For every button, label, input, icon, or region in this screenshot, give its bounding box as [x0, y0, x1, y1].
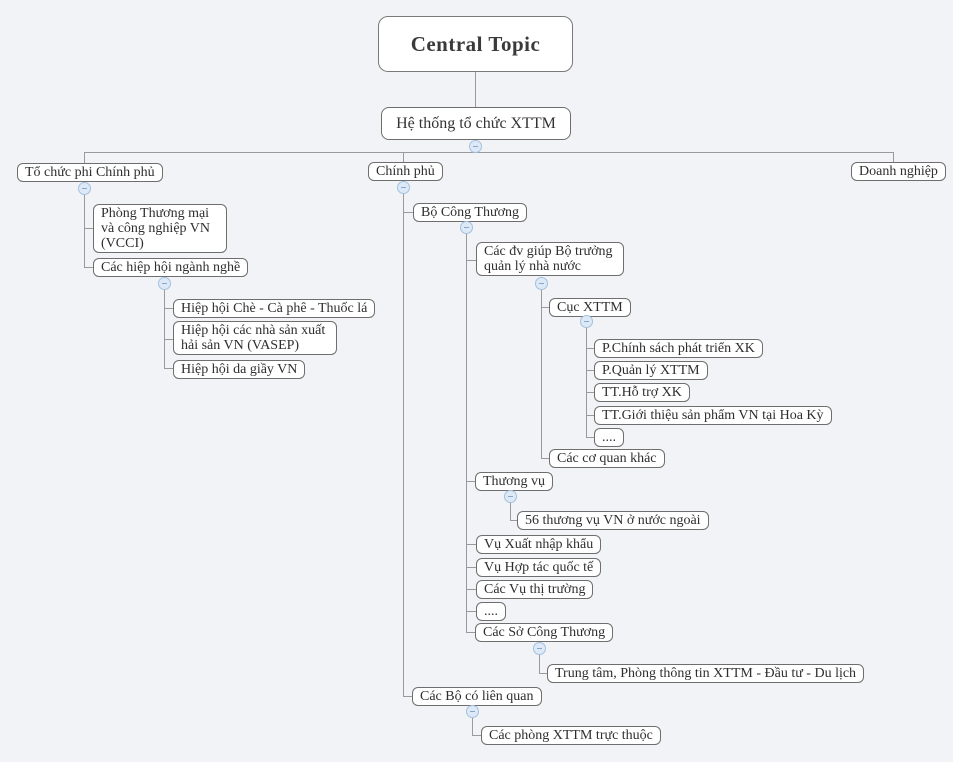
connector-line [472, 705, 473, 735]
connector-line [164, 339, 173, 340]
collapse-icon[interactable] [469, 140, 482, 153]
connector-line [586, 415, 594, 416]
collapse-icon[interactable] [466, 705, 479, 718]
node-vu-hop-tac-quoc-te[interactable]: Vụ Hợp tác quốc tế [476, 558, 602, 577]
node-he-thong-to-chuc-xttm[interactable]: Hệ thống tổ chức XTTM [381, 107, 571, 140]
node-chinh-phu[interactable]: Chính phủ [368, 162, 443, 181]
node-p-quan-ly-xttm[interactable]: P.Quản lý XTTM [594, 361, 708, 380]
connector-line [539, 642, 540, 673]
node-thuong-vu[interactable]: Thương vụ [475, 472, 554, 491]
connector-line [472, 735, 481, 736]
node-cuc-xttm[interactable]: Cục XTTM [549, 298, 631, 317]
collapse-icon[interactable] [397, 181, 410, 194]
connector-line [541, 277, 542, 458]
connector-line [586, 437, 594, 438]
connector-line [84, 267, 93, 268]
collapse-icon[interactable] [535, 277, 548, 290]
node-to-chuc-phi-chinh-phu[interactable]: Tổ chức phi Chính phủ [17, 163, 163, 182]
connector-line [164, 277, 165, 368]
connector-line [510, 520, 517, 521]
node-cac-vu-thi-truong[interactable]: Các Vụ thị trường [476, 580, 594, 599]
node-cac-hiep-hoi-nganh-nghe[interactable]: Các hiệp hội ngành nghề [93, 258, 249, 277]
node-cac-co-quan-khac[interactable]: Các cơ quan khác [549, 449, 665, 468]
node-trung-tam-phong-thong-tin[interactable]: Trung tâm, Phòng thông tin XTTM - Đầu tư… [547, 664, 865, 683]
connector-line [466, 611, 476, 612]
collapse-icon[interactable] [158, 277, 171, 290]
connector-line [475, 72, 476, 107]
collapse-icon[interactable] [533, 642, 546, 655]
connector-line [893, 152, 894, 162]
collapse-icon[interactable] [460, 221, 473, 234]
node-vcci[interactable]: Phòng Thương mại và công nghiệp VN (VCCI… [93, 204, 227, 253]
connector-line [586, 348, 594, 349]
connector-line [541, 458, 549, 459]
connector-line [84, 181, 85, 267]
connector-line [466, 589, 476, 590]
collapse-icon[interactable] [580, 315, 593, 328]
connector-line [164, 368, 173, 369]
connector-line [466, 632, 475, 633]
connector-line [586, 392, 594, 393]
node-central-topic[interactable]: Central Topic [378, 16, 573, 72]
connector-line [403, 181, 404, 697]
connector-line [84, 152, 893, 153]
node-cac-phong-xttm-truc-thuoc[interactable]: Các phòng XTTM trực thuộc [481, 726, 661, 745]
connector-line [403, 212, 413, 213]
connector-line [466, 544, 476, 545]
node-doanh-nghiep[interactable]: Doanh nghiệp [851, 162, 946, 181]
node-cac-bo-co-lien-quan[interactable]: Các Bộ có liên quan [412, 687, 542, 706]
connector-line [466, 481, 475, 482]
connector-line [403, 696, 412, 697]
node-bo-cong-thuong[interactable]: Bộ Công Thương [413, 203, 527, 222]
connector-line [466, 567, 476, 568]
connector-line [539, 673, 547, 674]
node-vasep[interactable]: Hiệp hội các nhà sản xuất hải sản VN (VA… [173, 321, 337, 355]
connector-line [84, 152, 85, 163]
connector-line [466, 260, 476, 261]
node-ellipsis-cuc-xttm[interactable]: .... [594, 428, 624, 447]
node-tt-gioi-thieu-san-pham-vn-hoa-ky[interactable]: TT.Giới thiệu sản phẩm VN tại Hoa Kỳ [594, 406, 832, 425]
collapse-icon[interactable] [78, 182, 91, 195]
connector-line [84, 228, 93, 229]
node-hiep-hoi-da-giay-vn[interactable]: Hiệp hội da giầy VN [173, 360, 306, 379]
node-56-thuong-vu-vn[interactable]: 56 thương vụ VN ở nước ngoài [517, 511, 709, 530]
connector-line [510, 490, 511, 520]
node-p-chinh-sach-phat-trien-xk[interactable]: P.Chính sách phát triển XK [594, 339, 763, 358]
node-cac-dv-giup-bo-truong[interactable]: Các đv giúp Bộ trưởng quản lý nhà nước [476, 242, 624, 276]
connector-line [466, 221, 467, 633]
collapse-icon[interactable] [504, 490, 517, 503]
node-vu-xuat-nhap-khau[interactable]: Vụ Xuất nhập khẩu [476, 535, 602, 554]
connector-line [164, 308, 173, 309]
node-ellipsis-bct[interactable]: .... [476, 602, 506, 621]
connector-line [586, 370, 594, 371]
connector-line [586, 314, 587, 437]
node-tt-ho-tro-xk[interactable]: TT.Hỗ trợ XK [594, 383, 690, 402]
connector-line [541, 307, 549, 308]
node-hiep-hoi-che-ca-phe-thuoc-la[interactable]: Hiệp hội Chè - Cà phê - Thuốc lá [173, 299, 376, 318]
node-cac-so-cong-thuong[interactable]: Các Sở Công Thương [475, 623, 614, 642]
connector-line [403, 152, 404, 162]
